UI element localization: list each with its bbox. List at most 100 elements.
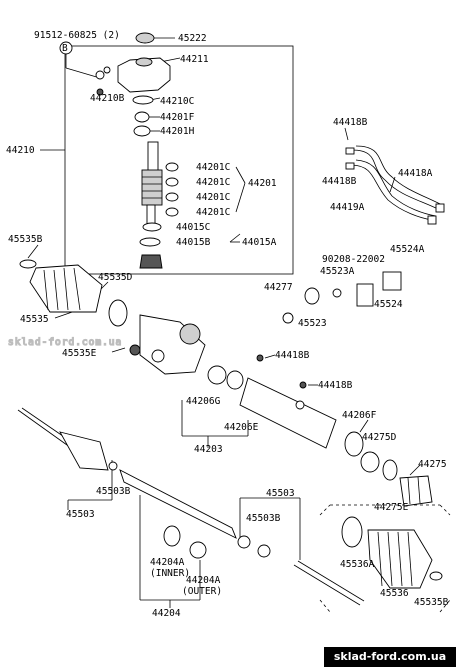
label-91512: 91512-60825 (2): [34, 30, 120, 41]
label-45222: 45222: [178, 33, 207, 44]
seal-ring-shape: [165, 162, 179, 172]
label-45503-2: 45503: [266, 488, 295, 499]
label-44418b-4: 44418B: [318, 380, 353, 391]
label-45536a: 45536A: [340, 559, 375, 570]
label-45523: 45523: [298, 318, 327, 329]
label-44275e: 44275E: [374, 502, 409, 513]
label-44275d: 44275D: [362, 432, 397, 443]
o-ring-shape: [132, 95, 154, 105]
label-45524: 45524: [374, 299, 403, 310]
label-44204: 44204: [152, 608, 181, 619]
label-44015b: 44015B: [176, 237, 211, 248]
seal-ring-shape: [165, 177, 179, 187]
label-44203: 44203: [194, 444, 223, 455]
label-ref-b: B: [62, 43, 68, 54]
bolt-shape: [103, 66, 111, 74]
union-bolt-shape: [256, 354, 264, 362]
pressure-tube-shape: [351, 149, 441, 211]
seal-shape: [344, 431, 364, 457]
label-44015a: 44015A: [242, 237, 277, 248]
rack-end-cap-shape: [304, 287, 320, 305]
bolt-shape: [95, 70, 105, 80]
label-outer: (OUTER): [182, 586, 222, 597]
label-44206f: 44206F: [342, 410, 377, 421]
clamp-shape: [19, 259, 37, 269]
lock-nut-shape: [382, 271, 402, 291]
label-44201c-1: 44201C: [196, 162, 230, 173]
o-ring-shape: [139, 237, 161, 247]
label-45535b-2: 45535B: [414, 597, 449, 608]
clamp-shape: [108, 299, 128, 327]
label-44201c-2: 44201C: [196, 177, 230, 188]
clamp-shape: [429, 571, 443, 581]
bearing-shape: [142, 222, 162, 232]
label-44418b-1: 44418B: [333, 117, 368, 128]
ring-shape: [282, 312, 294, 324]
dust-cap-shape: [135, 32, 155, 44]
label-44418b-3: 44418B: [275, 350, 310, 361]
bearing-shape: [139, 254, 163, 269]
tie-rod-end-shape: [59, 431, 109, 471]
part-shapes: [17, 32, 445, 606]
seal-shape: [226, 370, 244, 390]
label-44210c: 44210C: [160, 96, 194, 107]
label-45503b-2: 45503B: [246, 513, 281, 524]
tie-rod-shape: [293, 564, 361, 606]
bushing-shape: [399, 475, 433, 507]
gear-housing-shape: [139, 314, 206, 375]
label-44419a: 44419A: [330, 202, 365, 213]
stopper-shape: [360, 451, 380, 473]
seal-shape: [133, 125, 151, 137]
part-labels: 91512-60825 (2) 45222 B 44211 44210B 442…: [6, 30, 449, 619]
label-44418a: 44418A: [398, 168, 433, 179]
seal-ring-shape: [165, 192, 179, 202]
label-44201c-4: 44201C: [196, 207, 230, 218]
label-44201h: 44201H: [160, 126, 195, 137]
label-45535e: 45535E: [62, 348, 97, 359]
label-45535: 45535: [20, 314, 49, 325]
union-bolt-shape: [345, 147, 355, 155]
label-90208: 90208-22002: [322, 254, 385, 265]
label-44210: 44210: [6, 145, 35, 156]
clip-shape: [129, 344, 141, 356]
label-44204a-outer: 44204A: [186, 575, 221, 586]
label-45536: 45536: [380, 588, 409, 599]
label-45524a: 45524A: [390, 244, 425, 255]
seal-shape: [134, 111, 150, 123]
label-44015c: 44015C: [176, 222, 210, 233]
bushing-shape: [163, 525, 181, 547]
cylinder-tube-shape: [239, 377, 337, 449]
label-45503b-1: 45503B: [96, 486, 131, 497]
label-44277: 44277: [264, 282, 293, 293]
clamp-shape: [341, 516, 363, 548]
bushing-shape: [189, 541, 207, 559]
rack-shape: [119, 469, 237, 539]
label-44201c-3: 44201C: [196, 192, 230, 203]
label-44201f: 44201F: [160, 112, 195, 123]
label-44275: 44275: [418, 459, 447, 470]
label-44418b-2: 44418B: [322, 176, 357, 187]
label-45535b-1: 45535B: [8, 234, 43, 245]
site-badge: sklad-ford.com.ua: [324, 647, 456, 667]
washer-shape: [332, 288, 342, 298]
leader-lines: [27, 37, 451, 613]
seal-ring-shape: [165, 207, 179, 217]
guide-spring-cap-shape: [356, 283, 374, 307]
label-44206e: 44206E: [224, 422, 259, 433]
o-ring-shape: [382, 459, 398, 481]
reference-b-marker: [59, 41, 73, 55]
label-45503-1: 45503: [66, 509, 95, 520]
label-44206g: 44206G: [186, 396, 221, 407]
label-45523a: 45523A: [320, 266, 355, 277]
seal-shape: [207, 365, 227, 385]
label-44211: 44211: [180, 54, 209, 65]
bolt-shape: [96, 88, 104, 96]
watermark-text: sklad-ford.com.ua: [8, 337, 122, 348]
union-bolt-shape: [299, 381, 307, 389]
label-inner: (INNER): [150, 568, 190, 579]
label-44210b: 44210B: [90, 93, 125, 104]
label-44204a-inner: 44204A: [150, 557, 185, 568]
label-45535d: 45535D: [98, 272, 133, 283]
label-44201: 44201: [248, 178, 277, 189]
